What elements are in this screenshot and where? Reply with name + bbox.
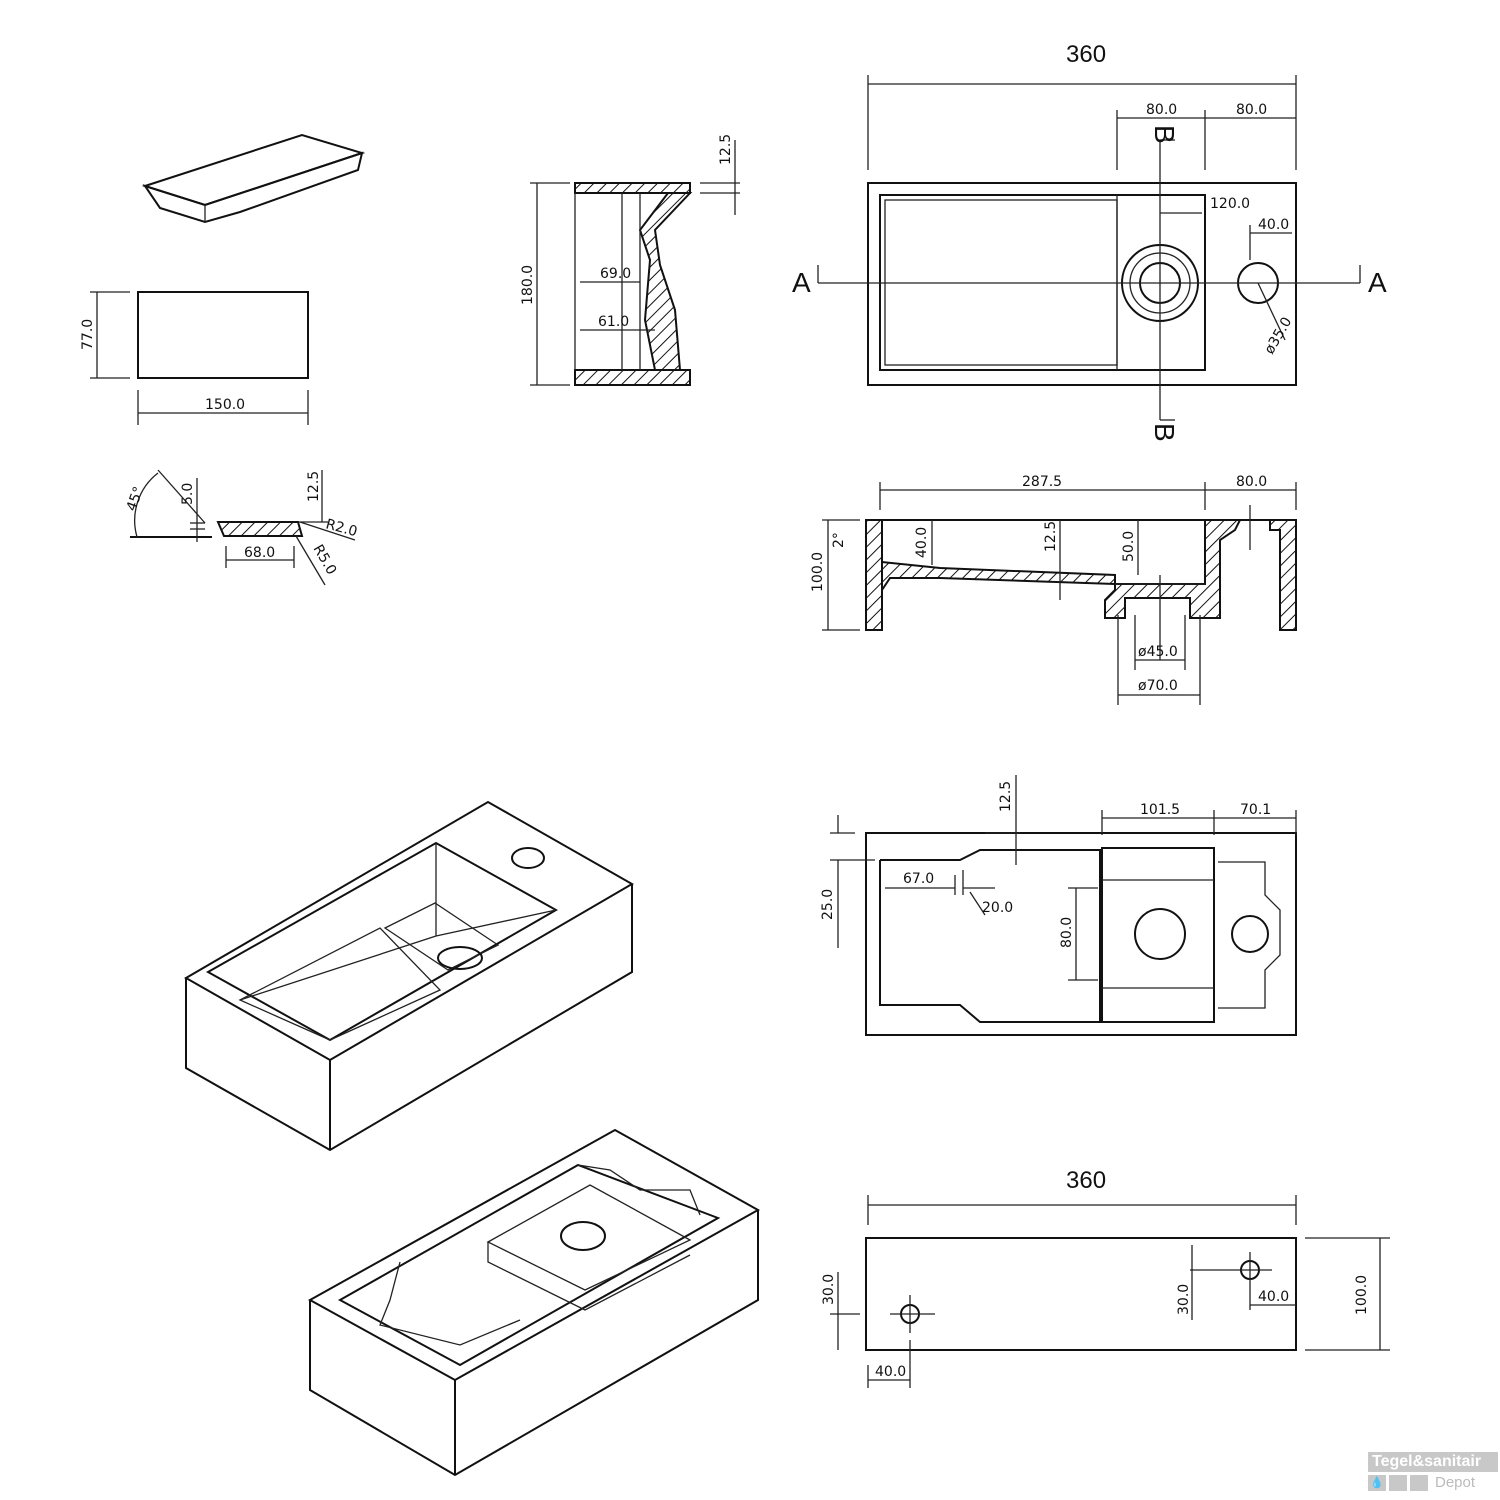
thickness-label: 12.5 <box>306 471 322 502</box>
step-length-label: 67.0 <box>903 871 934 887</box>
step-width-label: 20.0 <box>982 900 1013 916</box>
drain-inner-label: ø45.0 <box>1138 644 1178 660</box>
basin-isometric-top <box>183 800 635 1152</box>
tap-zone-label-lower: 70.1 <box>1240 802 1271 818</box>
overall-width-label: 360 <box>1066 41 1106 68</box>
floor-thickness-label: 12.5 <box>1043 521 1059 552</box>
tap-side-dim: 80.0 <box>1236 102 1267 118</box>
right-hole-y-label: 30.0 <box>1176 1284 1192 1315</box>
water-drop-icon: 💧 <box>1368 1474 1386 1491</box>
logo-tile-icon <box>1389 1474 1407 1491</box>
basin-length-label: 287.5 <box>1022 474 1062 490</box>
section-a-left: A <box>792 267 811 298</box>
bottom-plan-view: 360 30.0 40.0 30.0 40.0 100.0 <box>821 1167 1390 1388</box>
right-hole-marker <box>1190 1252 1272 1290</box>
basin-right-dim: 80.0 <box>1146 102 1177 118</box>
side-section: 180.0 12.5 69.0 61.0 <box>520 134 740 386</box>
inner-upper-label: 69.0 <box>600 266 631 282</box>
chamfer-label: 5.0 <box>180 483 196 505</box>
cover-edge-detail: 45° 5.0 12.5 R2.0 68.0 R5.0 <box>124 469 359 586</box>
drain-outer-label: ø70.0 <box>1138 678 1178 694</box>
tap-zone-label: 80.0 <box>1236 474 1267 490</box>
radius-small-label: R2.0 <box>324 516 359 540</box>
angle-label: 45° <box>124 485 148 514</box>
logo-brand-text: Tegel&sanitair <box>1368 1452 1498 1472</box>
right-hole-x-label: 40.0 <box>1258 1289 1289 1305</box>
logo-sub-text: Depot <box>1435 1474 1476 1491</box>
length-label: 68.0 <box>244 545 275 561</box>
section-b-top: B <box>1149 125 1180 144</box>
lower-plan-view: 101.5 70.1 12.5 25.0 67.0 20.0 80.0 <box>820 775 1297 1036</box>
offset-label: 25.0 <box>820 889 836 920</box>
section-b-bottom: B <box>1149 423 1180 442</box>
rim-depth-label: 40.0 <box>914 527 930 558</box>
wall-label-lower: 12.5 <box>998 781 1014 812</box>
section-a-a: 287.5 80.0 100.0 2° 40.0 12.5 50.0 ø45.0… <box>810 474 1297 705</box>
cover-height-label: 77.0 <box>80 319 96 350</box>
left-hole-marker <box>890 1295 935 1333</box>
wall-label: 12.5 <box>718 134 734 165</box>
cover-front-view: 77.0 150.0 <box>80 291 309 425</box>
inner-lower-label: 61.0 <box>598 314 629 330</box>
cover-width-label: 150.0 <box>205 397 245 413</box>
dim-40-label: 40.0 <box>1258 217 1289 233</box>
drain-zone-label: 101.5 <box>1140 802 1180 818</box>
logo-tile-icon <box>1410 1474 1428 1491</box>
overall-width-bottom-label: 360 <box>1066 1167 1106 1194</box>
basin-isometric-bottom <box>307 1128 761 1477</box>
drain-depth-label: 50.0 <box>1121 531 1137 562</box>
top-plan-view: 360 80.0 80.0 A A B B 120.0 40.0 ø35.0 <box>792 41 1387 442</box>
depth-label: 180.0 <box>520 265 536 305</box>
dim-120-label: 120.0 <box>1210 196 1250 212</box>
section-a-right: A <box>1368 267 1387 298</box>
depth-label-bottom: 100.0 <box>1354 1275 1370 1315</box>
radius-large-label: R5.0 <box>310 542 340 578</box>
slope-label: 2° <box>831 532 847 548</box>
left-hole-y-label: 30.0 <box>821 1274 837 1305</box>
height-label: 100.0 <box>810 552 826 592</box>
brand-logo: Tegel&sanitair 💧 Depot <box>1368 1452 1498 1491</box>
left-hole-x-label: 40.0 <box>875 1364 906 1380</box>
drain-depth-label-lower: 80.0 <box>1059 917 1075 948</box>
cover-isometric <box>141 133 366 224</box>
tap-hole-diameter-label: ø35.0 <box>1262 315 1296 357</box>
